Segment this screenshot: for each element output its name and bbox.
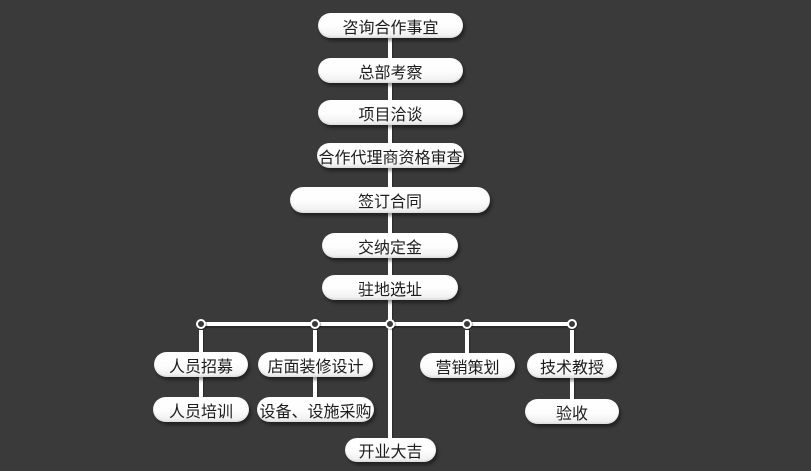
connector-design-equipment: [313, 377, 317, 397]
connector-main-center-drop: [388, 300, 392, 438]
connector-main-3: [388, 125, 392, 143]
junction-dot-2: [310, 319, 320, 329]
junction-dot-center: [385, 319, 395, 329]
connector-branch-technical: [570, 330, 574, 353]
connector-main-2: [388, 83, 392, 100]
connector-main-6: [388, 258, 392, 275]
flow-node-technical-training: 技术教授: [527, 353, 617, 378]
connector-technical-acceptance: [570, 378, 574, 399]
flow-node-staff-training: 人员培训: [153, 397, 249, 422]
flow-node-agent-qualification-review: 合作代理商资格审查: [317, 143, 464, 168]
flow-node-staff-recruitment: 人员招募: [154, 352, 248, 377]
junction-dot-4: [462, 319, 472, 329]
flow-node-hq-inspection: 总部考察: [318, 58, 463, 83]
connector-main-1: [388, 38, 392, 58]
flow-node-project-negotiation: 项目洽谈: [318, 100, 463, 125]
flow-node-equipment-purchase: 设备、设施采购: [257, 397, 374, 422]
flow-node-marketing-planning: 营销策划: [420, 353, 515, 378]
flow-node-pay-deposit: 交纳定金: [322, 233, 458, 258]
flow-node-sign-contract: 签订合同: [290, 187, 490, 213]
flow-node-acceptance: 验收: [525, 399, 619, 424]
connector-branch-store-design: [313, 330, 317, 352]
connector-main-5: [388, 213, 392, 233]
junction-dot-1: [196, 319, 206, 329]
flow-node-site-selection: 驻地选址: [322, 275, 458, 300]
junction-dot-5: [567, 319, 577, 329]
flow-node-grand-opening: 开业大吉: [345, 438, 436, 462]
flow-node-store-design: 店面装修设计: [258, 352, 373, 377]
connector-recruitment-training: [199, 377, 203, 397]
flow-node-consult-cooperation: 咨询合作事宜: [318, 13, 463, 38]
connector-main-4: [388, 168, 392, 187]
connector-branch-recruitment: [199, 330, 203, 352]
connector-branch-marketing: [465, 330, 469, 353]
